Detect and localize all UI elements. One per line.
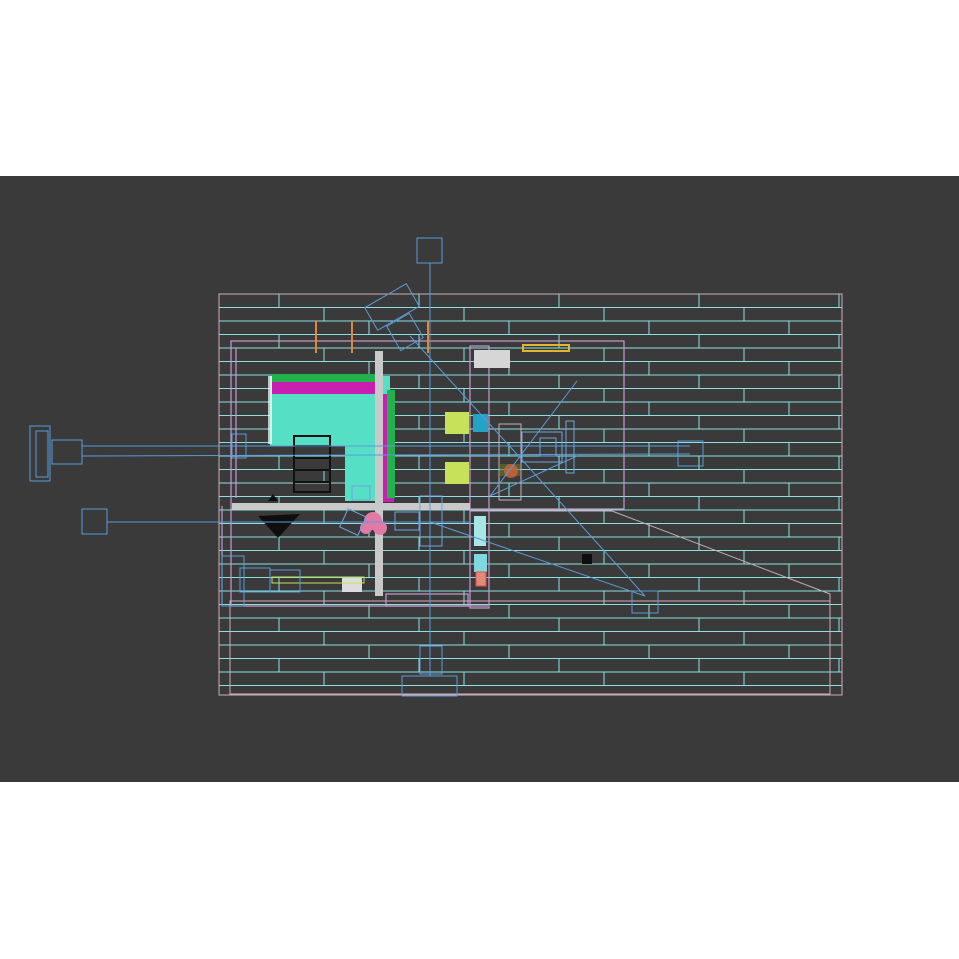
dark-objects	[258, 494, 592, 564]
ceiling-lights	[271, 321, 570, 592]
top-viewport[interactable]	[0, 176, 959, 782]
wood-floor-planks	[219, 293, 842, 686]
flower-arrangement	[360, 464, 518, 535]
scene-cameras	[29, 237, 704, 697]
accent-chairs	[445, 412, 488, 587]
coffee-table	[498, 423, 522, 501]
armchair	[339, 420, 575, 547]
scene-svg	[29, 237, 843, 697]
central-column	[232, 350, 510, 596]
floor-outline	[218, 293, 843, 696]
